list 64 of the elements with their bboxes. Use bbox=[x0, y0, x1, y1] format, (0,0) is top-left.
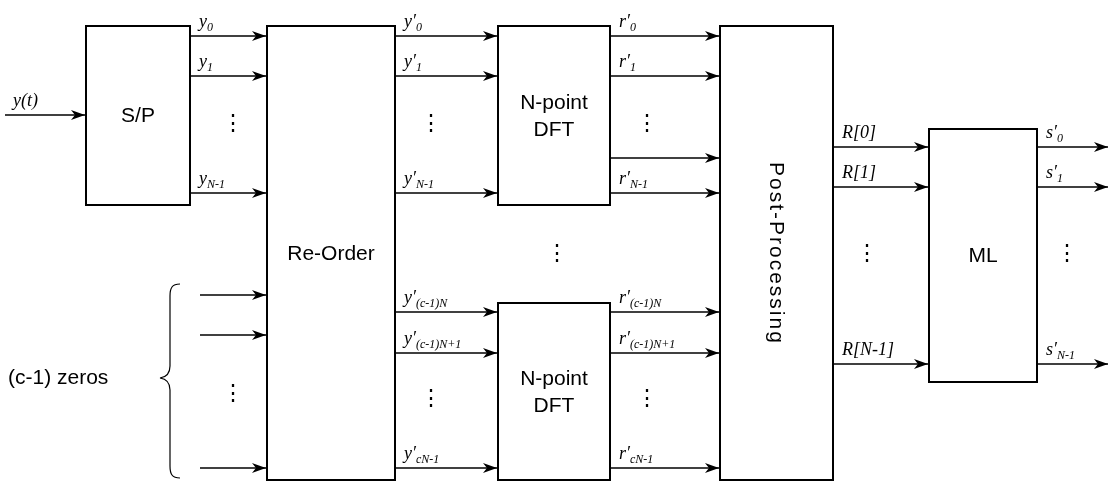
arrow bbox=[833, 359, 929, 369]
edge-label: s′$_{0}$ bbox=[1046, 123, 1063, 144]
arrow bbox=[610, 153, 720, 163]
arrow bbox=[199, 290, 267, 300]
arrow bbox=[833, 182, 929, 192]
arrow bbox=[610, 307, 720, 317]
edge-label: y′$_{1}$ bbox=[404, 52, 422, 73]
edge-label: r′$_{1}$ bbox=[619, 52, 636, 73]
ellipsis: ⋮ bbox=[222, 382, 244, 404]
ellipsis: ⋮ bbox=[222, 112, 244, 134]
edge-label: y′$_{(c-1)N}$ bbox=[404, 288, 448, 309]
edge-label: R[0] bbox=[842, 123, 876, 141]
arrow bbox=[610, 71, 720, 81]
arrow bbox=[395, 71, 498, 81]
edge-label: y$_{N-1}$ bbox=[199, 169, 225, 190]
group-label: (c-1) zeros bbox=[8, 366, 109, 387]
edge-label: R[1] bbox=[842, 163, 876, 181]
edge-label: r′$_{cN-1}$ bbox=[619, 444, 654, 465]
edge-label: y′$_{(c-1)N+1}$ bbox=[404, 329, 462, 350]
process-block: S/P bbox=[85, 25, 191, 206]
arrow bbox=[395, 188, 498, 198]
ellipsis: ⋮ bbox=[546, 242, 568, 264]
ellipsis: ⋮ bbox=[636, 387, 658, 409]
edge-label: y$_{1}$ bbox=[199, 52, 213, 73]
edge-label: y′$_{N-1}$ bbox=[404, 169, 434, 190]
arrow bbox=[199, 463, 267, 473]
process-block: Re-Order bbox=[266, 25, 396, 481]
edge-label: r′$_{(c-1)N}$ bbox=[619, 288, 662, 309]
ellipsis: ⋮ bbox=[1056, 242, 1078, 264]
arrow bbox=[1037, 142, 1109, 152]
arrow bbox=[395, 463, 498, 473]
arrow bbox=[395, 348, 498, 358]
edge-label: s′$_{N-1}$ bbox=[1046, 340, 1075, 361]
arrow bbox=[190, 31, 267, 41]
arrow bbox=[4, 110, 86, 120]
ellipsis: ⋮ bbox=[420, 387, 442, 409]
edge-label: y′$_{cN-1}$ bbox=[404, 444, 440, 465]
arrow bbox=[395, 31, 498, 41]
edge-label: R[N-1] bbox=[842, 340, 894, 358]
arrow bbox=[610, 348, 720, 358]
edge-label: r′$_{0}$ bbox=[619, 12, 636, 33]
arrow bbox=[1037, 182, 1109, 192]
ellipsis: ⋮ bbox=[636, 112, 658, 134]
edge-label: r′$_{(c-1)N+1}$ bbox=[619, 329, 676, 350]
arrow bbox=[190, 71, 267, 81]
arrow bbox=[610, 31, 720, 41]
edge-label: r′$_{N-1}$ bbox=[619, 169, 648, 190]
edge-label: s′$_{1}$ bbox=[1046, 163, 1063, 184]
process-block: N-point DFT bbox=[497, 302, 611, 481]
edge-label: y(t) bbox=[13, 91, 38, 109]
edge-label: y$_{0}$ bbox=[199, 12, 213, 33]
arrow bbox=[395, 307, 498, 317]
process-block: ML bbox=[928, 128, 1038, 383]
ellipsis: ⋮ bbox=[420, 112, 442, 134]
arrow bbox=[199, 330, 267, 340]
processing-block: Post-Processing bbox=[719, 25, 834, 481]
edge-label: y′$_{0}$ bbox=[404, 12, 422, 33]
arrow bbox=[190, 188, 267, 198]
arrow bbox=[833, 142, 929, 152]
arrow bbox=[610, 188, 720, 198]
arrow bbox=[610, 463, 720, 473]
ellipsis: ⋮ bbox=[856, 242, 878, 264]
process-block: N-point DFT bbox=[497, 25, 611, 206]
arrow bbox=[1037, 359, 1109, 369]
